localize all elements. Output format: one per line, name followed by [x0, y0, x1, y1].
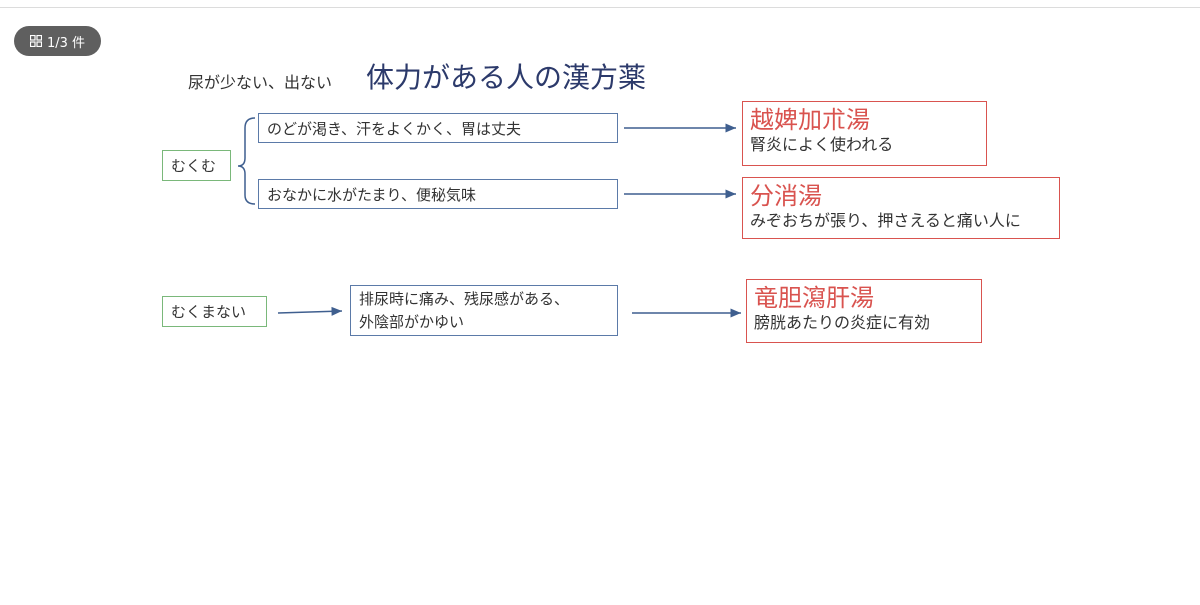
top-divider: [0, 7, 1200, 8]
arrow-label-symptom3: [277, 306, 343, 316]
remedy-desc-1: 腎炎によく使われる: [750, 135, 894, 154]
remedy-box-2: 分消湯 みぞおちが張り、押さえると痛い人に: [742, 177, 1060, 239]
page-counter-badge[interactable]: 1/3 件: [14, 26, 101, 56]
remedy-desc-3: 膀胱あたりの炎症に有効: [754, 313, 931, 332]
slide-subtitle: 尿が少ない、出ない: [188, 73, 333, 92]
remedy-box-1: 越婢加朮湯 腎炎によく使われる: [742, 101, 987, 166]
symptom-line-1: 排尿時に痛み、残尿感がある、: [359, 289, 570, 308]
symptom-line-2: 外陰部がかゆい: [359, 312, 465, 331]
category-swelling: むくむ: [162, 150, 231, 181]
remedy-box-3: 竜胆瀉肝湯 膀胱あたりの炎症に有効: [746, 279, 982, 343]
remedy-desc-2: みぞおちが張り、押さえると痛い人に: [750, 211, 1021, 230]
category-no-swelling: むくまない: [162, 296, 267, 327]
remedy-name-3: 竜胆瀉肝湯: [754, 284, 874, 312]
slide-title: 体力がある人の漢方薬: [366, 61, 647, 94]
remedy-name-2: 分消湯: [750, 182, 822, 210]
remedy-name-1: 越婢加朮湯: [750, 106, 870, 134]
symptom-water-constipation: おなかに水がたまり、便秘気味: [258, 179, 618, 209]
grid-icon: [29, 35, 42, 47]
counter-text: 1/3 件: [46, 35, 86, 51]
symptom-thirst-sweat: のどが渇き、汗をよくかく、胃は丈夫: [258, 113, 618, 143]
symptom-urination-pain: 排尿時に痛み、残尿感がある、 外陰部がかゆい: [350, 285, 618, 336]
brace-bracket: [237, 117, 256, 205]
